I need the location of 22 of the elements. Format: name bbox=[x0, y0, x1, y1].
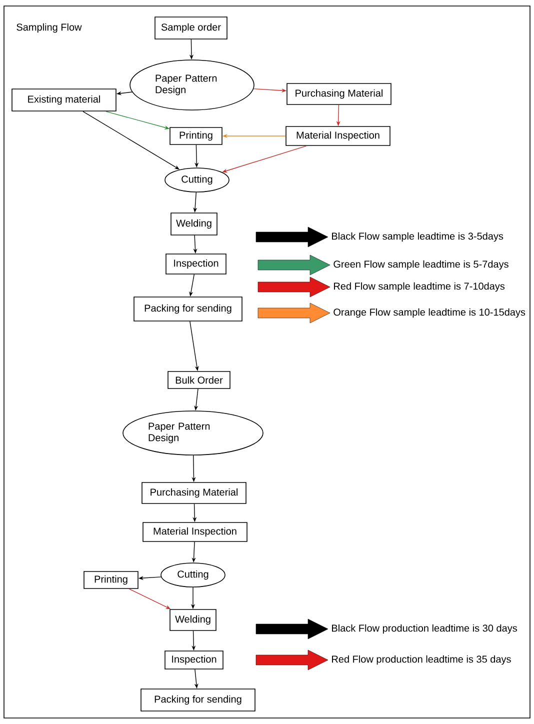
process-box: Material Inspection bbox=[286, 126, 390, 146]
legend-text: Green Flow sample leadtime is 5-7days bbox=[334, 260, 508, 270]
process-box: Sample order bbox=[154, 16, 228, 40]
process-box: Purchasing Material bbox=[286, 83, 392, 105]
legend-text: Red Flow sample leadtime is 7-10days bbox=[334, 282, 505, 292]
process-box: Printing bbox=[170, 127, 222, 145]
legend-text: Black Flow production leadtime is 30 days bbox=[332, 624, 517, 634]
process-box: Welding bbox=[170, 609, 216, 631]
legend-text: Orange Flow sample leadtime is 10-15days bbox=[334, 308, 526, 318]
process-box: Welding bbox=[170, 212, 218, 236]
process-box: Purchasing Material bbox=[142, 482, 246, 504]
process-box: Material Inspection bbox=[142, 522, 248, 542]
process-box: Packing for sending bbox=[140, 688, 256, 712]
process-box: Inspection bbox=[164, 650, 224, 670]
process-box: Inspection bbox=[166, 254, 226, 274]
process-box: Printing bbox=[84, 571, 138, 589]
process-box: Existing material bbox=[12, 88, 116, 112]
legend-text: Red Flow production leadtime is 35 days bbox=[332, 655, 511, 665]
title: Sampling Flow bbox=[16, 23, 82, 33]
process-box: Bulk Order bbox=[168, 371, 230, 389]
process-box: Packing for sending bbox=[134, 296, 242, 322]
legend-text: Black Flow sample leadtime is 3-5days bbox=[332, 232, 504, 242]
